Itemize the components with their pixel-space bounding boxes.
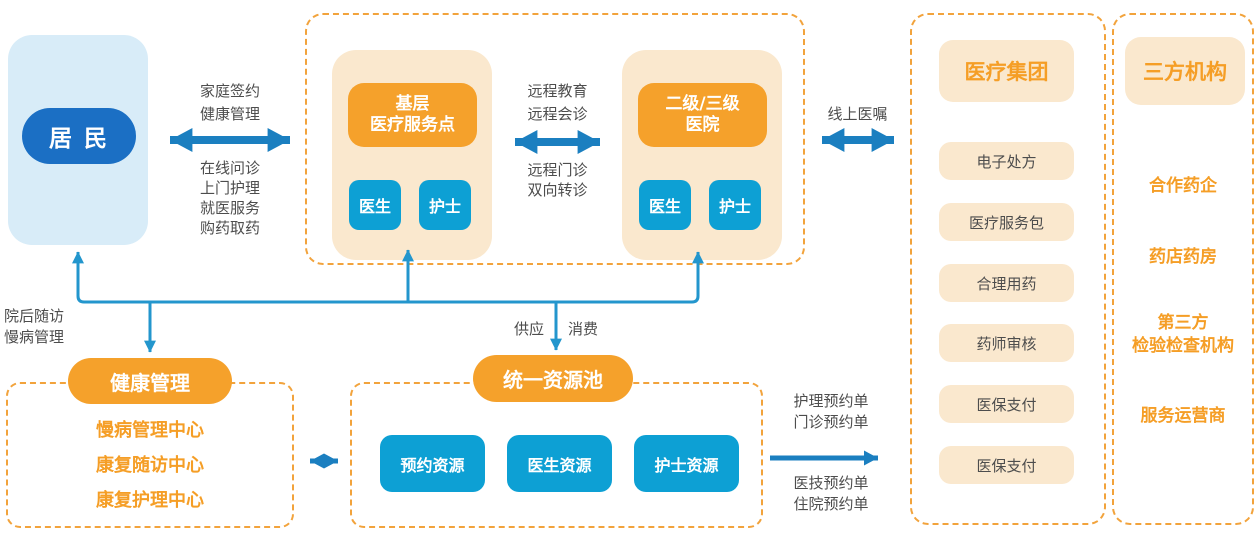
health-mgmt-title: 健康管理 <box>68 358 232 404</box>
primary-care-title: 基层 医疗服务点 <box>348 83 477 147</box>
doctor-chip: 医生 <box>639 180 691 230</box>
nurse-chip: 护士 <box>709 180 761 230</box>
third-party-item: 合作药企 <box>1149 176 1217 196</box>
nurse-chip: 护士 <box>419 180 471 230</box>
health-mgmt-item: 慢病管理中心 <box>96 420 204 441</box>
group-item: 医保支付 <box>939 446 1074 484</box>
label-supply: 供应 <box>513 320 544 338</box>
third-party-item: 药店药房 <box>1149 247 1217 267</box>
label-family-contract: 家庭签约 健康管理 <box>199 82 260 123</box>
resident-box: 居 民 <box>8 35 148 245</box>
primary-care-card: 基层 医疗服务点 医生 护士 <box>332 50 492 260</box>
label-online-order: 线上医嘱 <box>827 105 888 123</box>
group-item: 合理用药 <box>939 264 1074 302</box>
third-party-item: 第三方 检验检查机构 <box>1132 313 1234 356</box>
health-mgmt-item: 康复随访中心 <box>96 455 204 476</box>
label-consume: 消费 <box>568 320 599 338</box>
service-network-box: 基层 医疗服务点 医生 护士 二级/三级 医院 医生 护士 <box>305 13 805 265</box>
medical-group-title: 医疗集团 <box>939 40 1074 102</box>
hospital-title: 二级/三级 医院 <box>638 83 767 147</box>
group-item: 医疗服务包 <box>939 203 1074 241</box>
third-party-title: 三方机构 <box>1125 37 1245 105</box>
resident-label: 居 民 <box>22 108 136 164</box>
third-party-item: 服务运营商 <box>1140 406 1226 426</box>
group-item: 药师审核 <box>939 324 1074 362</box>
label-post-discharge: 院后随访 慢病管理 <box>4 307 65 346</box>
resource-chip: 护士资源 <box>634 435 739 492</box>
health-mgmt-box <box>6 382 294 528</box>
hospital-card: 二级/三级 医院 医生 护士 <box>622 50 782 260</box>
doctor-chip: 医生 <box>349 180 401 230</box>
health-mgmt-item: 康复护理中心 <box>96 490 204 511</box>
group-item: 医保支付 <box>939 385 1074 423</box>
resource-chip: 预约资源 <box>380 435 485 492</box>
resource-pool-title: 统一资源池 <box>473 355 633 402</box>
third-party-box: 三方机构 合作药企 药店药房 第三方 检验检查机构 服务运营商 <box>1112 13 1254 525</box>
label-booking-bottom: 医技预约单 住院预约单 <box>793 474 869 513</box>
label-booking-top: 护理预约单 门诊预约单 <box>793 392 869 431</box>
health-mgmt-items: 慢病管理中心 康复随访中心 康复护理中心 <box>6 413 294 518</box>
label-online-services: 在线问诊 上门护理 就医服务 购药取药 <box>199 159 260 237</box>
resource-pool-box: 预约资源 医生资源 护士资源 <box>350 382 763 528</box>
medical-group-box: 医疗集团 电子处方 医疗服务包 合理用药 药师审核 医保支付 医保支付 <box>910 13 1106 525</box>
label-tele-clinic: 远程门诊 双向转诊 <box>527 161 588 199</box>
resource-chip: 医生资源 <box>507 435 612 492</box>
group-item: 电子处方 <box>939 142 1074 180</box>
label-tele-education: 远程教育 远程会诊 <box>527 82 588 123</box>
